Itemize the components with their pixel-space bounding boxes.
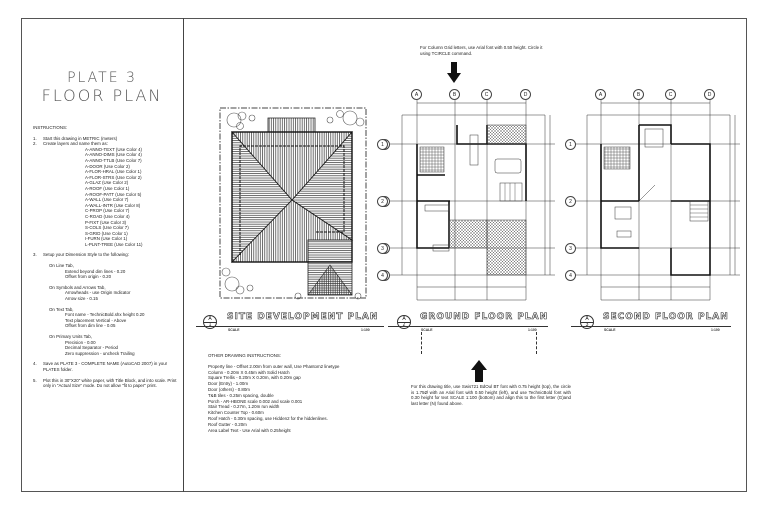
other-instruction-item: Roof Gutter - 0.20m (208, 421, 247, 427)
scale-value: 1:100 (711, 328, 720, 332)
other-instruction-item: Roof Hatch - 0.30m spacing, use Hidden2 … (208, 415, 328, 421)
ground-floor-plan-title: GROUND FLOOR PLAN (420, 312, 549, 323)
grid-row-tag: 1 (377, 139, 388, 150)
title-underline (196, 326, 384, 327)
layer-item: A-FLOR-STRS (Use Color 2) (85, 174, 142, 180)
other-instruction-item: Column - 0.20m X 0.45m with Solid Hatch (208, 369, 290, 375)
instruction-step: 3.Setup your Dimension Style to the foll… (33, 252, 129, 258)
grid-row-tag: 2 (565, 196, 576, 207)
layer-list: A-ANNO-TEXT (Use Color 4) A-ANNO-DIMS (U… (33, 147, 183, 248)
instruction-step: 4.Save as PLATE 3 - COMPLETE NAME (AutoC… (33, 361, 168, 372)
grid-col-tag: C (665, 89, 676, 100)
other-instruction-item: Stair Tread - 0.27m, 1.20m run width (208, 404, 280, 410)
other-instruction-item: Porch - AR-HBONE scale 0.002 and scale 0… (208, 398, 303, 404)
layer-item: A-ANNO-TTLB (Use Color 7) (85, 157, 142, 163)
other-instruction-item: Property line - Offset 2.00m from outer … (208, 363, 340, 369)
alignment-guide (421, 332, 422, 354)
scale-label: SCALE (604, 328, 616, 332)
layer-item: A-ROOF (Use Color 1) (85, 185, 130, 191)
plate-label: PLATE 3 (67, 70, 137, 86)
layer-item: L-PLNT-TREE (Use Color 11) (85, 241, 143, 247)
instruction-step: 2.Create layers and name them as: (33, 141, 108, 147)
other-instruction-item: Door (others) - 0.80m (208, 386, 250, 392)
dim-tab-text: On Text Tab, (49, 306, 74, 312)
alignment-guide (536, 332, 537, 354)
plate-subtitle: FLOOR PLAN (41, 86, 163, 105)
dim-tab-line: On Line Tab, (49, 263, 74, 269)
other-instruction-item: T&B tiles - 0.25m spacing, double (208, 392, 274, 398)
dim-tab-units: On Primary Units Tab, (49, 334, 92, 339)
layer-item: A-DOOR (Use Color 2) (85, 163, 130, 169)
ground-floor-plan-drawing (390, 95, 555, 301)
scale-value: 1:100 (361, 328, 370, 332)
grid-row-tag: 4 (565, 270, 576, 281)
sheet-divider (183, 18, 184, 492)
layer-item: C-ROAD (Use Color 4) (85, 213, 130, 219)
instructions-heading: INSTRUCTIONS: (33, 125, 68, 130)
arrow-up-icon (471, 360, 487, 382)
title-underline (571, 326, 731, 327)
grid-col-tag: D (704, 89, 715, 100)
grid-col-tag: A (411, 89, 422, 100)
layer-item: A-GLAZ (Use Color 2) (85, 180, 129, 186)
grid-row-tag: 1 (565, 139, 576, 150)
layer-item: A-ROOF-PATT (Use Color 5) (85, 191, 142, 197)
other-instruction-item: Door (Entry) - 1.00m (208, 381, 249, 387)
scale-label: SCALE (228, 328, 240, 332)
grid-col-tag: A (595, 89, 606, 100)
layer-item: I-FURN (Use Color 1) (85, 236, 128, 242)
grid-col-tag: B (449, 89, 460, 100)
tree-icon (221, 110, 365, 300)
arrow-down-icon (447, 62, 461, 83)
other-drawing-instructions: OTHER DRAWING INSTRUCTIONS: Property lin… (208, 353, 408, 433)
layer-item: A-FLOR-HRAL (Use Color 1) (85, 169, 142, 175)
grid-col-tag: D (520, 89, 531, 100)
other-instruction-item: Square Trellis - 0.20m X 0.20m, with 0.2… (208, 375, 301, 381)
scale-value: 1:100 (528, 328, 537, 332)
second-floor-plan-drawing (575, 95, 740, 301)
grid-row-tag: 3 (377, 243, 388, 254)
other-instruction-item: Kitchen Counter Top - 0.60m (208, 410, 264, 416)
column-grid-note: For Column Grid letters, use Arial font … (420, 45, 543, 56)
instruction-step: 5.Plot this in 30"X20" white paper, with… (33, 377, 177, 389)
instructions-list: INSTRUCTIONS: 1.Start this drawing in ME… (33, 125, 183, 389)
grid-row-tag: 4 (377, 270, 388, 281)
layer-item: C-PROP (Use Color 7) (85, 208, 130, 214)
drawing-title-note: For this drawing title, use Swis721 BdOu… (411, 384, 571, 406)
site-development-plan-title: SITE DEVELOPMENT PLAN (227, 312, 379, 323)
grid-row-tag: 3 (565, 243, 576, 254)
site-development-plan-drawing (219, 107, 367, 300)
sheet-border (21, 18, 747, 492)
layer-item: S-GRID (Use Color 1) (85, 230, 128, 236)
scale-label: SCALE (421, 328, 433, 332)
instruction-step: 1.Start this drawing in METRIC (meters) (33, 135, 118, 141)
grid-col-tag: B (633, 89, 644, 100)
layer-item: S-COLS (Use Color 7) (85, 225, 129, 231)
grid-row-tag: 2 (377, 196, 388, 207)
layer-item: A-WALL-INTR (Use Color 8) (85, 202, 141, 208)
grid-col-tag: C (481, 89, 492, 100)
second-floor-plan-title: SECOND FLOOR PLAN (603, 312, 729, 323)
dim-tab-symbols: On Symbols and Arrows Tab, (49, 284, 106, 290)
layer-item: A-WALL (Use Color 7) (85, 197, 129, 203)
layer-item: A-ANNO-DIMS (Use Color 4) (85, 152, 142, 158)
layer-item: P-FIXT (Use Color 3) (85, 219, 127, 225)
instructions-panel: PLATE 3 FLOOR PLAN INSTRUCTIONS: 1.Start… (21, 18, 183, 492)
layer-item: A-ANNO-TEXT (Use Color 4) (85, 146, 143, 152)
title-underline (388, 326, 548, 327)
other-instruction-item: Area Label Text - Use Arial with 0.25hei… (208, 427, 291, 433)
other-instructions-heading: OTHER DRAWING INSTRUCTIONS: (208, 353, 282, 358)
